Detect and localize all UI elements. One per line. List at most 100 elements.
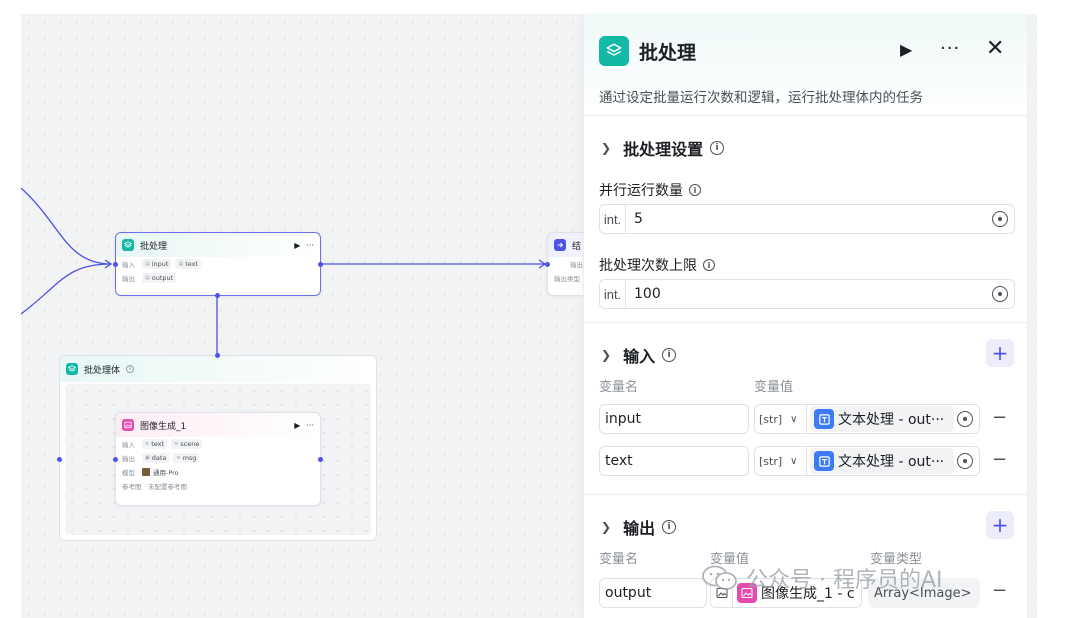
type-select[interactable]: [str]∨	[755, 405, 807, 433]
image-gen-node[interactable]: 图像生成_1 ▶ ··· 输入 ≡text ≡scene 输出 ▣data ≡m…	[113, 412, 323, 506]
batch-node-more-icon[interactable]: ···	[306, 240, 314, 250]
batch-node-inputs: 输入 ▤input ▤text	[116, 257, 320, 271]
edge-in-1	[21, 187, 112, 265]
outputs-col-name: 变量名	[599, 552, 639, 567]
image-gen-run-icon[interactable]: ▶	[294, 420, 301, 430]
node-settings-panel: 批处理 ▶ ··· ✕ 通过设定批量运行次数和逻辑，运行批处理体内的任务 ❯ 批…	[583, 14, 1027, 618]
inputs-toggle[interactable]: ❯ 输入 i	[601, 343, 677, 367]
image-gen-header: 图像生成_1 ▶ ···	[116, 413, 320, 437]
input-var-name[interactable]: text	[599, 446, 749, 476]
info-icon[interactable]: i	[662, 520, 677, 534]
batch-limit-input[interactable]: 100	[634, 286, 661, 302]
output-var-name[interactable]: output	[599, 578, 707, 608]
image-gen-in-port[interactable]	[113, 457, 118, 462]
outputs-toggle[interactable]: ❯ 输出 i	[601, 515, 677, 539]
end-node-in-port[interactable]	[545, 262, 550, 267]
add-input-button[interactable]: +	[986, 339, 1014, 367]
outputs-col-value: 变量值	[710, 552, 750, 567]
batch-settings-toggle[interactable]: ❯ 批处理设置 i	[601, 136, 725, 160]
batch-limit-field[interactable]: int. 100	[599, 279, 1015, 309]
batch-node-title: 批处理	[140, 241, 168, 252]
chevron-down-icon: ∨	[790, 413, 798, 425]
batch-node-in-port[interactable]	[113, 262, 118, 267]
close-icon[interactable]: ✕	[986, 36, 1005, 61]
edge-in-2	[21, 263, 112, 315]
batch-body-header: 批处理体 i	[60, 356, 376, 382]
batch-settings-title: 批处理设置	[623, 140, 704, 159]
remove-input-icon[interactable]: −	[992, 407, 1008, 428]
batch-body-inner-in-port[interactable]	[57, 457, 62, 462]
batch-body-top-port[interactable]	[215, 353, 220, 358]
image-gen-model-value: 通用-Pro	[153, 469, 179, 477]
edge-in-arrow	[104, 259, 113, 269]
info-icon[interactable]: i	[703, 259, 715, 271]
batch-node-body-port[interactable]	[215, 293, 220, 298]
string-icon: ≡	[145, 441, 150, 447]
image-gen-out-port[interactable]	[318, 457, 323, 462]
info-icon[interactable]: i	[662, 348, 677, 362]
image-gen-input-label: 输入	[122, 441, 135, 449]
chevron-down-icon: ❯	[601, 520, 612, 534]
output-var-value[interactable]: 图像生成_1 - c	[710, 578, 862, 608]
image-gen-title: 图像生成_1	[140, 421, 187, 432]
variable-ref-icon[interactable]	[992, 211, 1008, 227]
string-icon: ≡	[174, 441, 179, 447]
image-gen-input-chip: ≡text	[142, 439, 168, 449]
text-process-icon	[814, 451, 834, 471]
info-icon[interactable]: i	[710, 141, 725, 155]
chevron-down-icon: ❯	[601, 141, 612, 155]
batch-node-run-icon[interactable]: ▶	[294, 240, 301, 250]
image-gen-outputs: 输出 ▣data ≡msg	[116, 451, 320, 465]
model-logo-icon	[142, 468, 150, 476]
more-icon[interactable]: ···	[940, 38, 961, 59]
image-gen-model: 模型 通用-Pro	[116, 465, 320, 479]
outputs-section: ❯ 输出 i + 变量名 变量值 变量类型	[584, 495, 1027, 618]
list-icon: ▤	[145, 261, 150, 267]
image-gen-output-label: 输出	[122, 455, 135, 463]
batch-node-output-label: 输出	[122, 275, 135, 283]
batch-node-out-port[interactable]	[318, 262, 323, 267]
batch-node[interactable]: 批处理 ▶ ··· 输入 ▤input ▤text 输出 ▤output	[113, 232, 323, 298]
end-node-title: 结	[572, 241, 582, 252]
variable-ref-icon[interactable]	[992, 286, 1008, 302]
outputs-title: 输出	[623, 519, 656, 538]
ref-tag[interactable]: 文本处理 - out···	[810, 406, 954, 432]
inputs-title: 输入	[623, 347, 656, 366]
info-icon[interactable]: i	[689, 184, 701, 196]
image-gen-ref-value: 未配置参考图	[148, 483, 187, 491]
string-icon: ≡	[176, 455, 181, 461]
image-gen-inputs: 输入 ≡text ≡scene	[116, 437, 320, 451]
parallel-count-input[interactable]: 5	[634, 211, 643, 227]
type-select[interactable]: [str]∨	[755, 447, 807, 475]
batch-settings-section: ❯ 批处理设置 i 并行运行数量 i int. 5 批处理次数上限 i int.…	[584, 116, 1027, 323]
remove-input-icon[interactable]: −	[992, 449, 1008, 470]
run-icon[interactable]: ▶	[900, 40, 913, 59]
variable-ref-icon[interactable]	[957, 411, 973, 427]
parallel-count-field[interactable]: int. 5	[599, 204, 1015, 234]
chevron-down-icon: ❯	[601, 348, 612, 362]
input-var-value[interactable]: [str]∨ 文本处理 - out···	[754, 404, 980, 434]
image-gen-output-chip: ≡msg	[173, 453, 200, 463]
batch-node-input-chip: ▤input	[142, 259, 172, 269]
remove-output-icon[interactable]: −	[992, 580, 1008, 601]
parallel-count-type: int.	[600, 205, 626, 233]
variable-ref-icon[interactable]	[957, 453, 973, 469]
input-var-value[interactable]: [str]∨ 文本处理 - out···	[754, 446, 980, 476]
batch-node-header: 批处理 ▶ ···	[116, 233, 320, 257]
input-var-name[interactable]: input	[599, 404, 749, 434]
batch-body-layers-icon	[66, 363, 78, 375]
panel-description: 通过设定批量运行次数和逻辑，运行批处理体内的任务	[599, 90, 923, 106]
list-icon: ▤	[178, 261, 184, 267]
image-gen-more-icon[interactable]: ···	[306, 420, 314, 430]
add-output-button[interactable]: +	[986, 511, 1014, 539]
inputs-section: ❯ 输入 i + 变量名 变量值 input [str]∨ 文本处理 - out…	[584, 323, 1027, 495]
batch-limit-type: int.	[600, 280, 626, 308]
inputs-col-value: 变量值	[754, 380, 794, 395]
chevron-down-icon: ∨	[790, 455, 798, 467]
outputs-col-type: 变量类型	[870, 552, 923, 567]
image-gen-output-chip: ▣data	[142, 453, 170, 463]
ref-tag[interactable]: 文本处理 - out···	[810, 448, 954, 474]
parallel-count-label: 并行运行数量 i	[599, 180, 701, 200]
batch-layers-icon	[122, 239, 134, 251]
image-small-icon	[711, 579, 733, 607]
